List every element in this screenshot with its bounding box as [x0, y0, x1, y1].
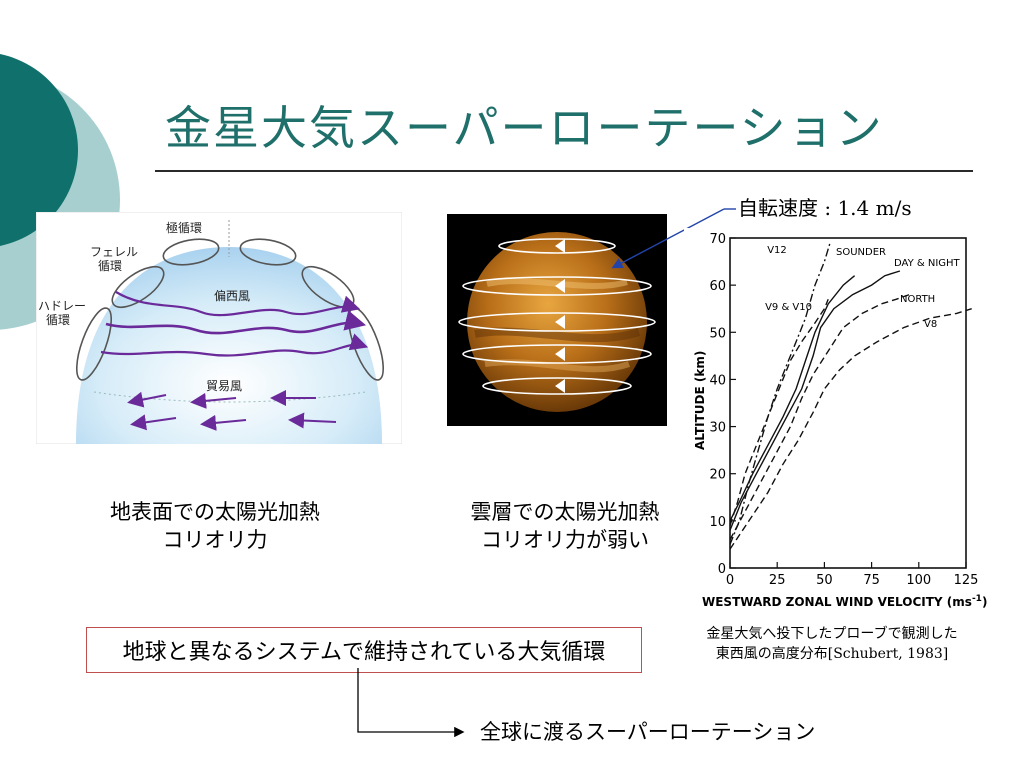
y-tick-label: 60 [709, 279, 726, 294]
cloud-band-2 [474, 327, 641, 343]
ring-arrow-5 [555, 379, 565, 393]
x-tick-label: 125 [954, 573, 979, 588]
caption-earth-line2: コリオリ力 [162, 528, 268, 552]
series-label: DAY & NIGHT [894, 258, 961, 269]
pointer-arrow [611, 208, 725, 269]
connector-line [357, 668, 465, 738]
chart-background [684, 228, 994, 616]
caption-earth: 地表面での太陽光加熱 コリオリ力 [80, 498, 350, 554]
series-line [729, 308, 972, 550]
series-label: V12 [767, 245, 787, 256]
polar-cell-left [162, 238, 220, 266]
y-tick-label: 10 [709, 515, 726, 530]
x-axis-label-superscript: -1 [972, 594, 982, 604]
title-divider [155, 170, 973, 172]
trade-wind-2 [190, 392, 237, 409]
globe [76, 247, 382, 444]
y-tick-label: 70 [709, 232, 726, 247]
label-ferrel-2: 循環 [98, 259, 122, 273]
ring-arrow-1 [555, 239, 565, 253]
rotation-pointer [611, 208, 736, 269]
series-label: NORTH [900, 294, 935, 305]
label-westerlies: 偏西風 [214, 288, 250, 303]
label-trade-winds: 貿易風 [206, 379, 242, 393]
label-hadley-1: ハドレー [38, 299, 86, 313]
x-axis-label-end: ) [982, 595, 987, 609]
caption-earth-line1: 地表面での太陽光加熱 [110, 500, 320, 524]
series-line [729, 299, 829, 526]
ferrel-cell-left [111, 265, 165, 309]
x-tick-label: 25 [769, 573, 786, 588]
cloud-band-1 [486, 278, 628, 289]
series-line [729, 242, 831, 545]
trade-wind-1 [127, 391, 167, 408]
y-tick-label: 40 [709, 373, 726, 388]
rotation-speed-label: 自転速度 : 1.4 m/s [738, 196, 912, 220]
label-ferrel-1: フェレル [90, 245, 138, 259]
rotation-ring-1 [498, 238, 616, 254]
wind-profile-chart: 0 10 20 30 40 50 60 70 0 25 50 75 100 125 V12 SOUNDER D… [684, 228, 994, 616]
rotation-ring-4 [462, 344, 652, 364]
westerly-flow-3 [100, 333, 369, 357]
dark-circle [0, 54, 78, 246]
highlight-box: 地球と異なるシステムで維持されている大気循環 [86, 627, 642, 673]
y-tick-label: 30 [709, 421, 726, 436]
polar-cell-right [239, 238, 297, 266]
connector-arrow [357, 668, 465, 738]
rotation-ring-5 [482, 377, 632, 395]
y-axis-label: ALTITUDE (km) [693, 351, 707, 450]
ring-arrow-3 [555, 315, 565, 329]
label-hadley-2: 循環 [46, 313, 70, 327]
series-label: V9 & V10 [765, 302, 812, 313]
trade-wind-6 [288, 412, 337, 429]
cloud-band-3 [484, 359, 631, 373]
caption-venus-line2: コリオリ力が弱い [481, 528, 649, 552]
ring-arrow-2 [555, 279, 565, 293]
series-line [729, 275, 856, 522]
equator-line [93, 391, 367, 403]
hadley-cell-left [75, 307, 113, 381]
label-polar-cell: 極循環 [166, 220, 202, 235]
caption-venus-line1: 雲層での太陽光加熱 [470, 500, 660, 524]
ring-arrow-4 [555, 347, 565, 361]
trade-wind-5 [200, 414, 247, 431]
x-tick-label: 100 [906, 573, 931, 588]
caption-venus: 雲層での太陽光加熱 コリオリ力が弱い [440, 498, 690, 554]
figure-caption: 金星大気へ投下したプローブで観測した 東西風の高度分布[Schubert, 19… [672, 624, 992, 664]
y-tick-label: 0 [718, 562, 726, 577]
x-tick-label: 0 [726, 573, 734, 588]
figure-caption-line1: 金星大気へ投下したプローブで観測した [706, 626, 958, 642]
earth-circulation-diagram: 極循環 フェレル 循環 ハドレー 循環 偏西風 貿易風 [36, 212, 402, 444]
x-tick-label: 75 [863, 573, 880, 588]
plot-frame [729, 237, 967, 569]
series-label: SOUNDER [836, 247, 886, 258]
rotation-ring-3 [458, 312, 656, 332]
westerly-flow-1 [115, 291, 361, 317]
venus-image [447, 214, 667, 426]
y-tick-label: 50 [709, 326, 726, 341]
trade-wind-4 [130, 414, 177, 431]
page-title: 金星大気スーパーローテーション [165, 101, 884, 155]
westerly-flow-2 [105, 310, 367, 335]
series-label: V8 [924, 319, 937, 330]
y-tick-label: 20 [709, 468, 726, 483]
x-axis-label: WESTWARD ZONAL WIND VELOCITY (ms-1) [702, 594, 987, 609]
conclusion-text: 全球に渡るスーパーローテーション [480, 720, 816, 744]
x-tick-label: 50 [816, 573, 833, 588]
series-line [729, 270, 901, 531]
figure-caption-line2: 東西風の高度分布[Schubert, 1983] [715, 646, 949, 662]
rotation-ring-2 [462, 276, 652, 296]
